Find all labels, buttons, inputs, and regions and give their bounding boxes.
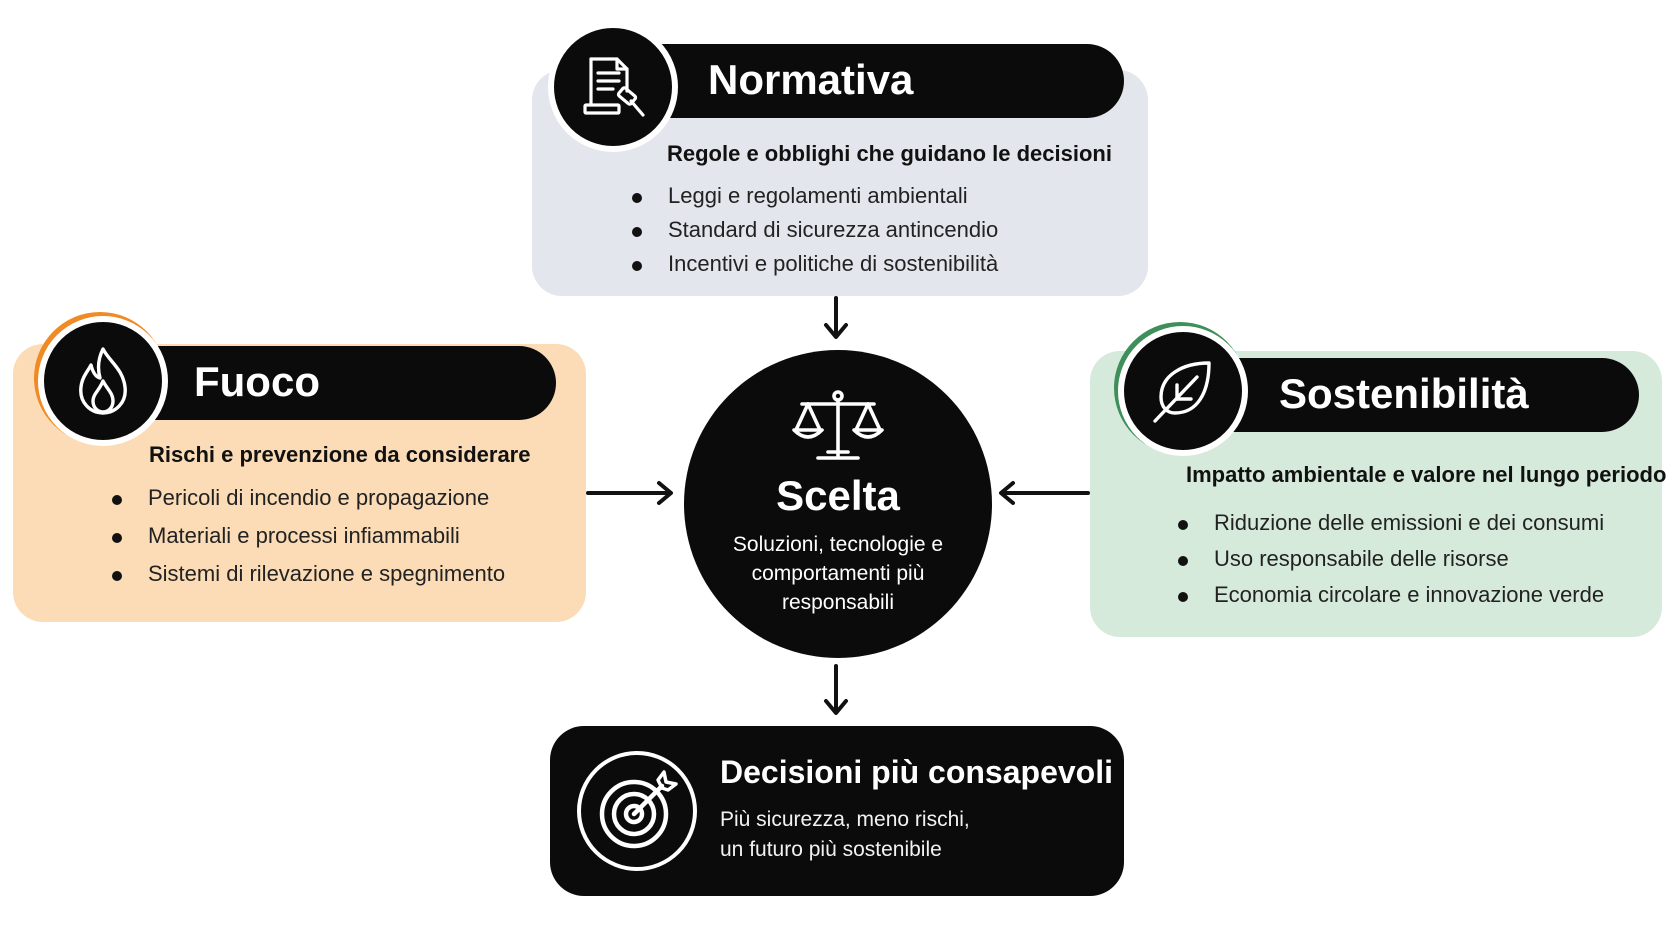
document-gavel-icon: [583, 57, 645, 117]
scelta-description: Soluzioni, tecnologie e comportamenti pi…: [732, 533, 944, 614]
arrow-fuoco-to-scelta: [586, 481, 673, 505]
sostenibilita-title: Sostenibilità: [1279, 370, 1529, 417]
normativa-subtitle: Regole e obblighi che guidano le decisio…: [667, 141, 1112, 166]
leaf-icon: [1153, 361, 1211, 423]
fuoco-list: Pericoli di incendio e propagazione Mate…: [112, 485, 505, 599]
normativa-badge: [548, 22, 678, 152]
list-item: Pericoli di incendio e propagazione: [112, 485, 505, 523]
list-item: Sistemi di rilevazione e spegnimento: [112, 561, 505, 599]
list-item: Standard di sicurezza antincendio: [632, 217, 998, 251]
normativa-header-bar: [630, 44, 1124, 118]
risultato-title: Decisioni più consapevoli: [720, 754, 1113, 790]
list-item: Riduzione delle emissioni e dei consumi: [1178, 510, 1604, 546]
arrow-scelta-to-risultato: [824, 664, 848, 715]
arrow-normativa-to-scelta: [824, 296, 848, 339]
list-item: Incentivi e politiche di sostenibilità: [632, 251, 998, 285]
normativa-title: Normativa: [708, 56, 914, 103]
sostenibilita-header-bar: [1205, 358, 1639, 432]
list-item: Economia circolare e innovazione verde: [1178, 582, 1604, 618]
list-item: Leggi e regolamenti ambientali: [632, 183, 998, 217]
arrow-sostenibilita-to-scelta: [999, 481, 1090, 505]
list-item: Uso responsabile delle risorse: [1178, 546, 1604, 582]
fuoco-header-bar: [130, 346, 556, 420]
risultato-line: Più sicurezza, meno rischi,: [720, 808, 970, 831]
risultato-box: Decisioni più consapevoli Più sicurezza,…: [550, 726, 1124, 896]
scelta-title: Scelta: [776, 472, 900, 519]
fuoco-subtitle: Rischi e prevenzione da considerare: [149, 442, 531, 467]
scelta-node: Scelta Soluzioni, tecnologie e comportam…: [684, 350, 992, 658]
risultato-line: un futuro più sostenibile: [720, 838, 942, 861]
flame-icon: [79, 347, 127, 415]
scales-icon: [792, 390, 884, 460]
sostenibilita-list: Riduzione delle emissioni e dei consumi …: [1178, 510, 1604, 618]
sostenibilita-badge: [1118, 326, 1248, 456]
target-icon: [577, 751, 697, 871]
list-item: Materiali e processi infiammabili: [112, 523, 505, 561]
normativa-list: Leggi e regolamenti ambientali Standard …: [632, 183, 998, 285]
sostenibilita-subtitle: Impatto ambientale e valore nel lungo pe…: [1186, 462, 1667, 487]
fuoco-title: Fuoco: [194, 358, 320, 405]
fuoco-badge: [38, 316, 168, 446]
